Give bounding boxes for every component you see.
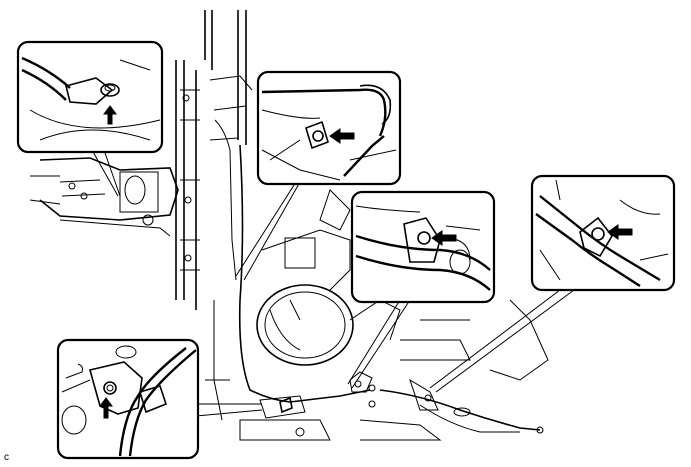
inset-lower-left xyxy=(56,338,200,460)
arrow-icon xyxy=(329,128,355,144)
inset-upper-middle xyxy=(256,70,402,186)
arrow-icon xyxy=(103,105,117,125)
figure-corner-label: c xyxy=(4,452,9,463)
leader-lines xyxy=(91,149,575,417)
main-underbody-drawing xyxy=(29,10,549,441)
arrow-icon xyxy=(99,397,113,419)
arrow-icon xyxy=(607,224,633,240)
inset-far-right xyxy=(530,174,676,292)
inset-upper-left xyxy=(16,40,164,154)
inset-middle-right xyxy=(350,190,496,304)
arrow-icon xyxy=(431,230,457,246)
